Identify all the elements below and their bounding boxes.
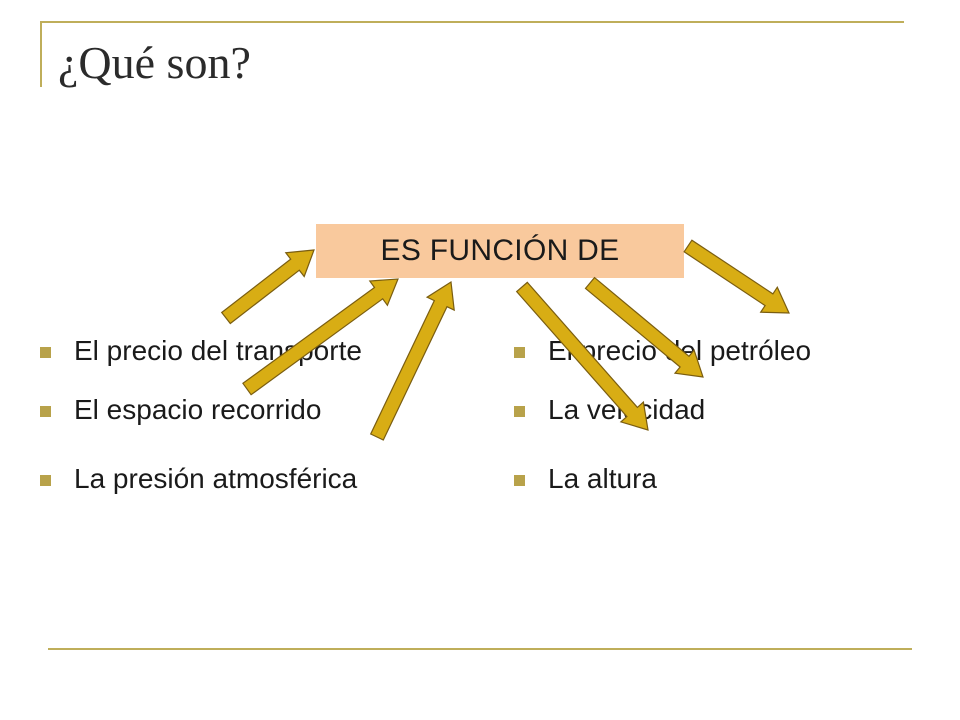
list-item-label: El precio del petróleo: [548, 335, 812, 366]
list-item: El precio del transporte: [40, 334, 362, 368]
square-bullet-icon: [514, 406, 525, 417]
list-item-label: La presión atmosférica: [74, 463, 358, 494]
square-bullet-icon: [514, 475, 525, 486]
list-item: La velocidad: [514, 393, 705, 427]
frame-left-line: [40, 21, 42, 87]
center-concept-box: ES FUNCIÓN DE: [316, 224, 684, 278]
list-item-label: La altura: [548, 463, 657, 494]
list-item: La presión atmosférica: [40, 462, 357, 496]
square-bullet-icon: [514, 347, 525, 358]
frame-bottom-line: [48, 648, 912, 650]
list-item: El precio del petróleo: [514, 334, 811, 368]
list-item-label: El precio del transporte: [74, 335, 362, 366]
arrow-6: [683, 239, 790, 314]
list-item: La altura: [514, 462, 657, 496]
frame-top-line: [40, 21, 904, 23]
slide-title: ¿Qué son?: [58, 37, 251, 88]
square-bullet-icon: [40, 406, 51, 417]
arrow-3: [369, 280, 455, 441]
arrow-1: [220, 249, 315, 325]
list-item-label: La velocidad: [548, 394, 706, 425]
center-concept-label: ES FUNCIÓN DE: [380, 234, 620, 267]
list-item-label: El espacio recorrido: [74, 394, 322, 425]
list-item: El espacio recorrido: [40, 393, 321, 427]
square-bullet-icon: [40, 347, 51, 358]
square-bullet-icon: [40, 475, 51, 486]
